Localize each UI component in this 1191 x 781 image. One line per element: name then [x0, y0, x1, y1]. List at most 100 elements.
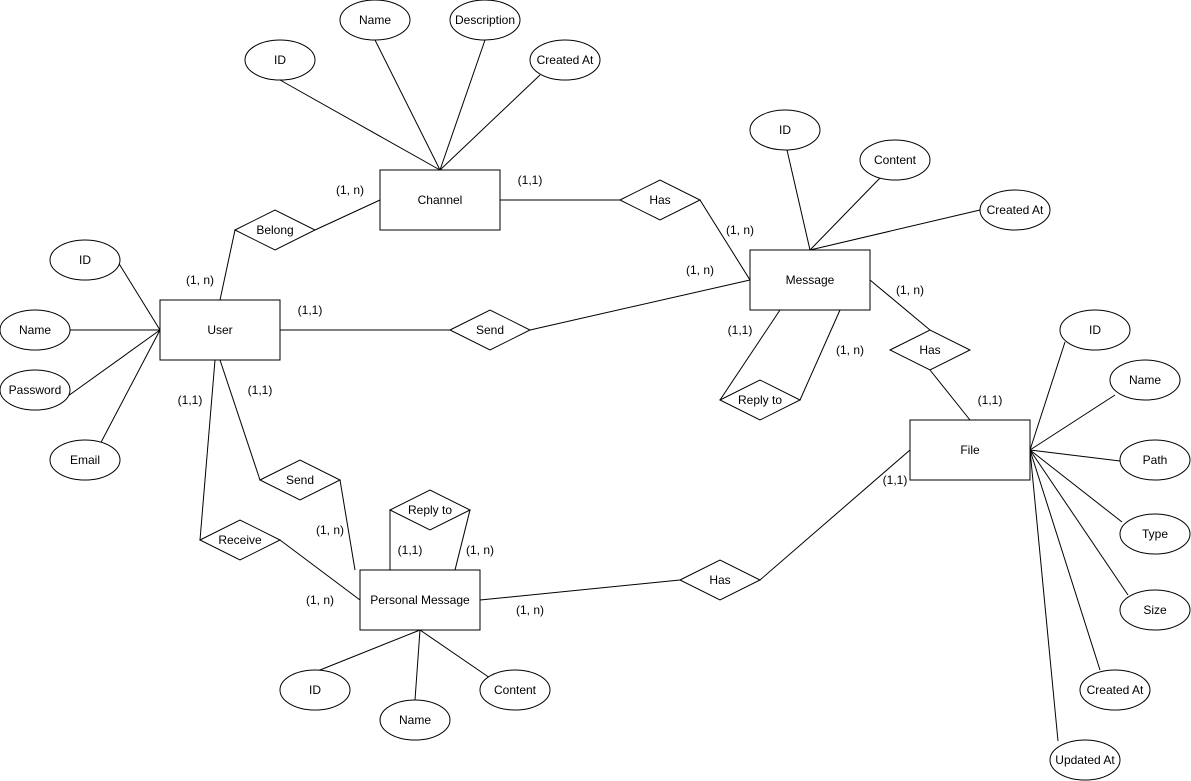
cardinality-label: (1, n) [306, 593, 334, 607]
file-size-attribute[interactable]: Size [1119, 589, 1191, 631]
cardinality-label: (1, n) [466, 543, 494, 557]
edge-file-created-at [1029, 449, 1101, 671]
attribute-label: Email [70, 453, 100, 467]
edge-user-email [96, 329, 161, 451]
message-entity[interactable]: Message [749, 249, 871, 311]
attribute-label: Path [1143, 453, 1168, 467]
edge-pm-content [419, 629, 491, 679]
attribute-label: Name [359, 13, 391, 27]
user-email-attribute[interactable]: Email [49, 439, 121, 481]
edge-channel-created-at [439, 74, 541, 171]
channel-entity[interactable]: Channel [379, 169, 501, 231]
edge-send-message [529, 279, 751, 331]
channel-created-at-attribute[interactable]: Created At [529, 39, 601, 81]
channel-id-attribute[interactable]: ID [244, 39, 316, 81]
message-has-file-relationship[interactable]: Has [888, 329, 972, 371]
edge-user-belong [219, 229, 236, 301]
edge-channel-description [439, 39, 486, 171]
edge-send-pm [339, 479, 356, 571]
message-content-attribute[interactable]: Content [859, 139, 931, 181]
pm-has-file-relationship[interactable]: Has [678, 559, 762, 601]
attribute-label: ID [779, 123, 791, 137]
edge-user-id [117, 261, 161, 331]
edge-has-file [759, 449, 911, 581]
channel-name-attribute[interactable]: Name [339, 0, 411, 41]
user-password-attribute[interactable]: Password [0, 369, 71, 411]
file-path-attribute[interactable]: Path [1119, 439, 1191, 481]
attribute-label: Name [399, 713, 431, 727]
file-entity[interactable]: File [909, 419, 1031, 481]
pm-content-attribute[interactable]: Content [479, 669, 551, 711]
attribute-label: Description [455, 13, 515, 27]
relationship-label: Receive [218, 533, 262, 547]
edge-user-password [67, 329, 161, 397]
channel-has-relationship[interactable]: Has [618, 179, 702, 221]
file-created-at-attribute[interactable]: Created At [1079, 669, 1151, 711]
pm-reply-relationship[interactable]: Reply to [388, 489, 472, 531]
channel-description-attribute[interactable]: Description [449, 0, 521, 41]
personal-message-entity[interactable]: Personal Message [359, 569, 481, 631]
user-entity[interactable]: User [159, 299, 281, 361]
attribute-label: Content [494, 683, 537, 697]
edge-pm-name [414, 629, 421, 701]
cardinality-label: (1, n) [186, 273, 214, 287]
pm-id-attribute[interactable]: ID [279, 669, 351, 711]
pm-name-attribute[interactable]: Name [379, 699, 451, 741]
edge-channel-name [374, 39, 441, 171]
cardinality-label: (1,1) [248, 383, 273, 397]
edge-file-type [1029, 449, 1123, 523]
entity-label: Message [786, 273, 835, 287]
attribute-label: Name [19, 323, 51, 337]
cardinality-label: (1, n) [726, 223, 754, 237]
edge-receive-pm [279, 539, 361, 601]
attribute-label: Content [874, 153, 917, 167]
attribute-label: Updated At [1055, 753, 1115, 767]
belong-relationship[interactable]: Belong [233, 209, 317, 251]
edge-pm-has [479, 579, 681, 601]
attribute-label: Created At [987, 203, 1044, 217]
cardinality-label: (1,1) [178, 393, 203, 407]
relationships: Belong Has Send Reply to Has Send Receiv… [198, 179, 972, 601]
edge-file-id [1029, 341, 1066, 451]
file-type-attribute[interactable]: Type [1119, 513, 1191, 555]
edge-message-id [786, 149, 811, 251]
edge-message-has-file-b [929, 369, 971, 421]
edge-message-created-at [809, 209, 981, 251]
edge-pm-id [314, 629, 421, 673]
cardinality-label: (1,1) [518, 173, 543, 187]
edge-user-receive [199, 359, 216, 541]
file-updated-at-attribute[interactable]: Updated At [1049, 739, 1121, 781]
cardinality-label: (1, n) [896, 283, 924, 297]
relationship-label: Has [709, 573, 730, 587]
message-reply-relationship[interactable]: Reply to [718, 379, 802, 421]
attribute-label: Type [1142, 527, 1168, 541]
user-send-message-relationship[interactable]: Send [448, 309, 532, 351]
relationship-label: Reply to [408, 503, 452, 517]
relationship-label: Send [476, 323, 504, 337]
attribute-label: Size [1143, 603, 1167, 617]
user-receive-pm-relationship[interactable]: Receive [198, 519, 282, 561]
cardinality-label: (1,1) [398, 543, 423, 557]
cardinality-label: (1,1) [298, 303, 323, 317]
attribute-label: Created At [1087, 683, 1144, 697]
message-id-attribute[interactable]: ID [749, 109, 821, 151]
user-id-attribute[interactable]: ID [49, 239, 121, 281]
edges [67, 39, 1129, 742]
file-id-attribute[interactable]: ID [1059, 309, 1131, 351]
relationship-label: Send [286, 473, 314, 487]
cardinality-label: (1,1) [978, 393, 1003, 407]
edge-user-send-pm [219, 359, 261, 481]
edge-file-name [1029, 394, 1116, 451]
cardinality-label: (1, n) [686, 263, 714, 277]
message-created-at-attribute[interactable]: Created At [979, 189, 1051, 231]
entity-label: Channel [418, 193, 463, 207]
user-name-attribute[interactable]: Name [0, 309, 71, 351]
attribute-label: Name [1129, 373, 1161, 387]
cardinalities: (1, n) (1, n) (1,1) (1, n) (1,1) (1, n) … [178, 173, 1003, 617]
cardinality-label: (1, n) [336, 183, 364, 197]
file-name-attribute[interactable]: Name [1109, 359, 1181, 401]
cardinality-label: (1,1) [728, 323, 753, 337]
user-send-pm-relationship[interactable]: Send [258, 459, 342, 501]
